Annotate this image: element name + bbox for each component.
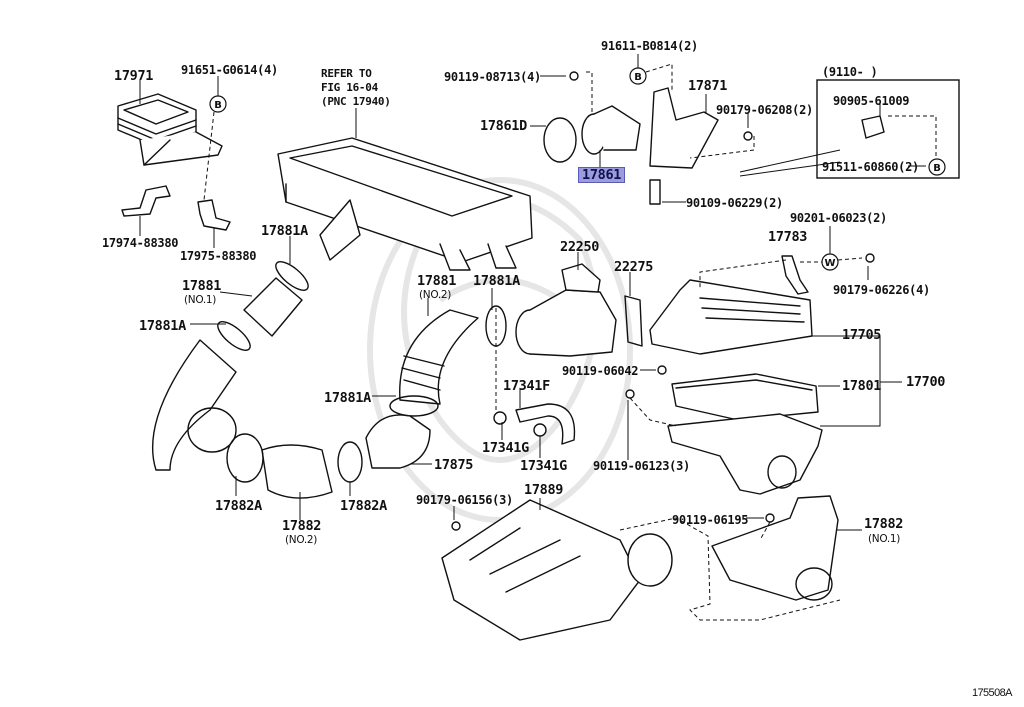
label-17971[interactable]: 17971 (114, 68, 154, 84)
label-91511-60860[interactable]: 91511-60860(2) (822, 160, 919, 174)
label-17881a-bottom[interactable]: 17881A (324, 390, 371, 406)
part-17881-no2-hose[interactable] (399, 309, 479, 405)
label-17881a-upper[interactable]: 17881A (261, 223, 308, 239)
label-17882-no2[interactable]: 17882 (282, 518, 322, 534)
label-90179-06156[interactable]: 90179-06156(3) (416, 493, 513, 507)
label-17881-no1-sub: (NO.1) (184, 294, 217, 306)
label-17861d[interactable]: 17861D (480, 118, 527, 134)
label-17975-88380[interactable]: 17975-88380 (180, 249, 257, 263)
part-17875-pipe[interactable] (365, 414, 431, 469)
part-90109-06229-stud[interactable] (649, 179, 661, 205)
figure-code: 175508A (972, 687, 1012, 699)
part-17881A-clamp-upper[interactable] (272, 257, 313, 295)
marker-b-left-text: B (214, 100, 222, 111)
label-90119-08713[interactable]: 90119-08713(4) (444, 70, 541, 84)
marker-b-left (209, 95, 227, 113)
marker-circles (209, 67, 946, 271)
label-17341g-left[interactable]: 17341G (482, 440, 529, 456)
label-90119-06123[interactable]: 90119-06123(3) (593, 459, 690, 473)
reference-note-line2: FIG 16-04 (321, 81, 378, 94)
label-17889[interactable]: 17889 (524, 482, 564, 498)
part-17889-resonator[interactable] (441, 499, 673, 641)
part-17881A-clamp-lower[interactable] (214, 317, 255, 355)
marker-b-top-text: B (634, 72, 642, 83)
dashed-assembly-lines (203, 63, 937, 621)
turbo-inlet-pipe (151, 339, 237, 471)
marker-w-text: W (824, 258, 835, 269)
part-17882-no2-hose[interactable] (261, 444, 333, 499)
part-17881-no1-hose[interactable] (243, 277, 303, 337)
label-17882-no2-sub: (NO.2) (285, 534, 318, 546)
label-17882-no1-sub: (NO.1) (868, 533, 901, 545)
label-90201-06023[interactable]: 90201-06023(2) (790, 211, 887, 225)
label-17881-no2-sub: (NO.2) (419, 289, 452, 301)
part-17882A-clamp-right[interactable] (337, 441, 363, 483)
part-17882-no1-duct[interactable] (711, 495, 839, 601)
label-91651-g0614[interactable]: 91651-G0614(4) (181, 63, 278, 77)
label-17881-no2[interactable]: 17881 (417, 273, 457, 289)
bolt-icons (451, 71, 875, 531)
label-17861-highlighted[interactable]: 17861 (578, 167, 626, 183)
label-22275[interactable]: 22275 (614, 259, 654, 275)
label-17882-no1[interactable]: 17882 (864, 516, 904, 532)
label-17341g-right[interactable]: 17341G (520, 458, 567, 474)
leader-lines (139, 54, 926, 531)
part-17861D-clamp[interactable] (543, 117, 577, 163)
label-91611-b0814[interactable]: 91611-B0814(2) (601, 39, 698, 53)
part-17705-cap[interactable] (649, 279, 813, 355)
part-17341F-hose[interactable] (515, 403, 576, 445)
part-17861-connector[interactable] (581, 105, 641, 155)
part-17341G-clamp-left[interactable] (493, 411, 507, 425)
reference-note-line3: (PNC 17940) (321, 95, 391, 108)
marker-b-top (629, 67, 647, 85)
label-17881-no1[interactable]: 17881 (182, 278, 222, 294)
part-17341G-clamp-right[interactable] (533, 423, 547, 437)
part-17971-boot[interactable] (117, 93, 223, 166)
label-17705[interactable]: 17705 (842, 327, 882, 343)
marker-b-inset-text: B (933, 163, 941, 174)
marker-w (821, 253, 839, 271)
part-17881A-clamp-no2-bottom[interactable] (389, 395, 439, 417)
label-17783[interactable]: 17783 (768, 229, 808, 245)
reference-note-line1: REFER TO (321, 67, 372, 80)
label-90179-06208[interactable]: 90179-06208(2) (716, 103, 813, 117)
part-air-cleaner-case[interactable] (667, 413, 823, 495)
label-17801[interactable]: 17801 (842, 378, 882, 394)
label-17881a-lower[interactable]: 17881A (139, 318, 186, 334)
label-90905-61009[interactable]: 90905-61009 (833, 94, 910, 108)
label-17882a-right[interactable]: 17882A (340, 498, 387, 514)
label-17341f[interactable]: 17341F (503, 378, 550, 394)
part-17974-bracket[interactable] (121, 185, 171, 217)
label-90179-06226[interactable]: 90179-06226(4) (833, 283, 930, 297)
marker-b-inset (928, 158, 946, 176)
part-17801-filter-element[interactable] (671, 373, 819, 421)
label-90119-06195[interactable]: 90119-06195 (672, 513, 749, 527)
part-17975-bracket[interactable] (197, 199, 231, 231)
part-17783-bracket[interactable] (781, 255, 809, 295)
part-22250-air-flow-meter[interactable] (515, 263, 617, 357)
label-90119-06042[interactable]: 90119-06042 (562, 364, 639, 378)
label-17875[interactable]: 17875 (434, 457, 474, 473)
inset-title: (9110- ) (822, 65, 878, 79)
label-17700[interactable]: 17700 (906, 374, 946, 390)
label-17882a-left[interactable]: 17882A (215, 498, 262, 514)
part-17882A-clamp-left[interactable] (226, 433, 264, 483)
label-17871[interactable]: 17871 (688, 78, 728, 94)
intercooler-reference[interactable] (277, 137, 533, 271)
part-22275-gasket[interactable] (624, 295, 643, 347)
label-90109-06229[interactable]: 90109-06229(2) (686, 196, 783, 210)
label-17974-88380[interactable]: 17974-88380 (102, 236, 179, 250)
label-22250[interactable]: 22250 (560, 239, 600, 255)
inset-box (816, 79, 960, 179)
part-17871-bracket[interactable] (649, 87, 719, 169)
part-90905-61009-clip[interactable] (861, 115, 885, 139)
reference-note: REFER TO FIG 16-04 (PNC 17940) (321, 67, 391, 109)
label-17881a-no2[interactable]: 17881A (473, 273, 520, 289)
